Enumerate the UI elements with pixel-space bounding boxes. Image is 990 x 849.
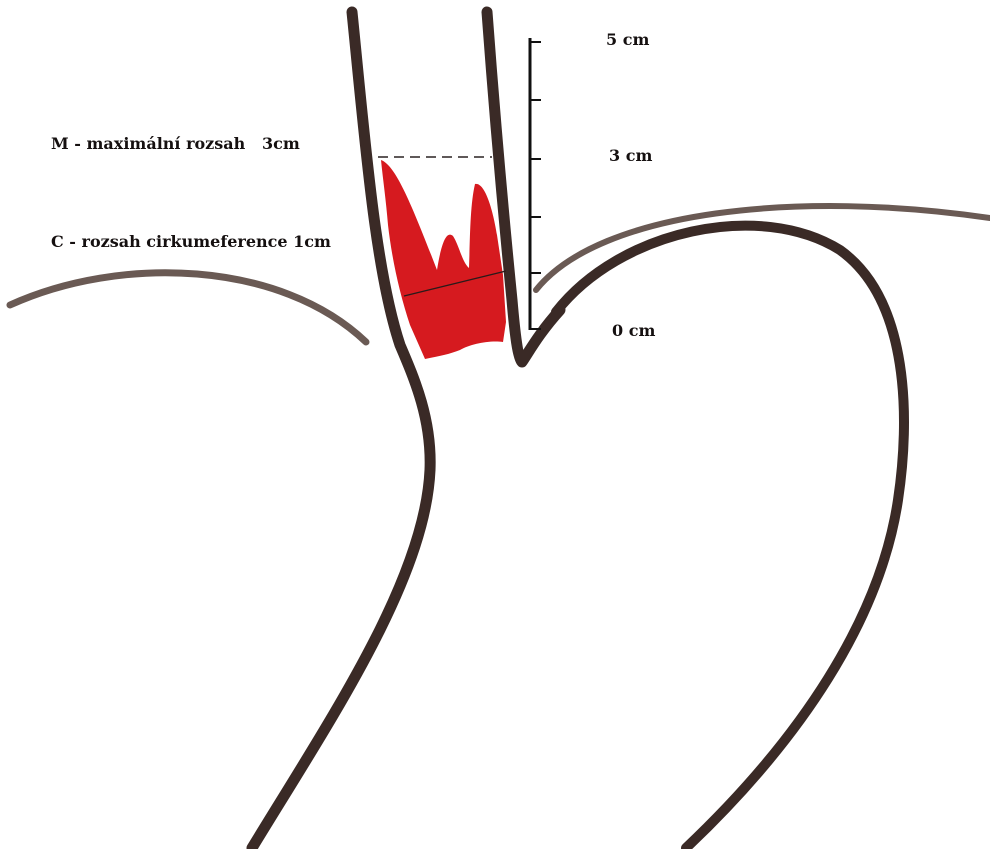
scale-label-3cm: 3 cm bbox=[609, 148, 652, 164]
circumference-label: C - rozsah cirkumeference 1cm bbox=[51, 234, 331, 250]
max-extent-label: M - maximální rozsah 3cm bbox=[51, 136, 300, 152]
scale-label-5cm: 5 cm bbox=[606, 32, 649, 48]
stomach-greater-curvature bbox=[556, 226, 904, 848]
diaphragm-right bbox=[536, 206, 990, 290]
diaphragm-left bbox=[10, 273, 366, 342]
scale-label-0cm: 0 cm bbox=[612, 323, 655, 339]
